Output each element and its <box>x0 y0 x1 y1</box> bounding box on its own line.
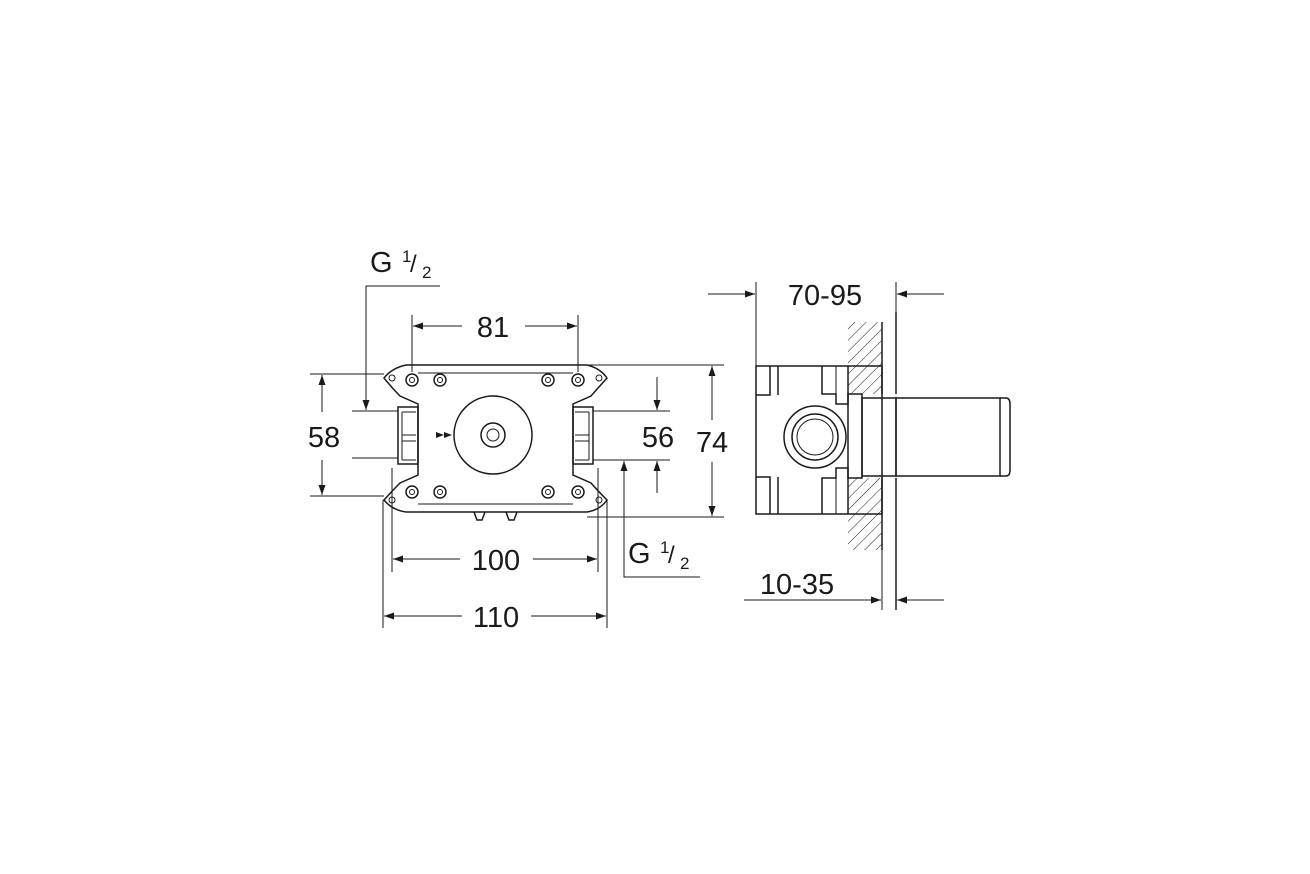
screw-holes <box>388 373 603 504</box>
thread-leader-bottom <box>620 461 700 578</box>
svg-text:100: 100 <box>472 545 520 577</box>
dimension-70-95: 70-95 <box>708 280 944 366</box>
screw-hole-icon <box>571 485 585 499</box>
dimension-58: 58 <box>308 373 384 497</box>
thread-leader-top <box>362 285 440 410</box>
wall-hatch-top <box>848 322 882 394</box>
svg-text:70-95: 70-95 <box>788 280 862 312</box>
front-body-outline <box>383 364 608 513</box>
front-foot-left <box>473 511 486 521</box>
thread-label-bottom: G 1 / 2 <box>628 538 689 573</box>
svg-text:G: G <box>370 247 393 279</box>
svg-text:2: 2 <box>422 263 431 282</box>
svg-text:10-35: 10-35 <box>760 569 834 601</box>
side-body <box>755 365 883 515</box>
front-foot-right <box>505 511 518 521</box>
left-connector <box>397 406 419 465</box>
center-circle-outer <box>453 395 533 475</box>
mount-notch <box>595 374 603 382</box>
mount-notch <box>595 496 603 504</box>
svg-text:/: / <box>668 542 675 569</box>
svg-text:G: G <box>628 538 651 570</box>
center-circle-inner <box>486 428 500 442</box>
svg-text:1: 1 <box>660 538 669 557</box>
dimension-81: 81 <box>411 312 579 372</box>
dimension-10-35: 10-35 <box>744 550 944 610</box>
svg-text:1: 1 <box>402 247 411 266</box>
screw-hole-icon <box>405 485 419 499</box>
screw-hole-icon <box>541 373 555 387</box>
screw-hole-icon <box>541 485 555 499</box>
dimension-56: 56 <box>593 377 674 493</box>
svg-text:81: 81 <box>477 312 509 344</box>
side-outlet <box>783 397 1011 477</box>
svg-text:74: 74 <box>696 427 728 459</box>
svg-text:58: 58 <box>308 422 340 454</box>
screw-hole-icon <box>405 373 419 387</box>
front-view: G 1 / 2 81 58 <box>308 247 728 634</box>
svg-text:110: 110 <box>473 602 519 634</box>
dimension-74: 74 <box>587 364 728 518</box>
screw-hole-icon <box>433 485 447 499</box>
dimension-110: 110 <box>382 500 608 634</box>
thread-label-top: G 1 / 2 <box>370 247 431 282</box>
center-circle-mid <box>480 422 506 448</box>
side-view: 70-95 10-35 <box>708 280 1011 610</box>
svg-text:2: 2 <box>680 554 689 573</box>
screw-hole-icon <box>433 373 447 387</box>
svg-text:/: / <box>410 251 417 278</box>
dimension-100: 100 <box>391 468 599 577</box>
flow-arrow-icon <box>436 432 452 438</box>
svg-text:56: 56 <box>642 422 674 454</box>
screw-hole-icon <box>571 373 585 387</box>
right-connector <box>572 406 594 465</box>
mount-notch <box>388 374 396 382</box>
